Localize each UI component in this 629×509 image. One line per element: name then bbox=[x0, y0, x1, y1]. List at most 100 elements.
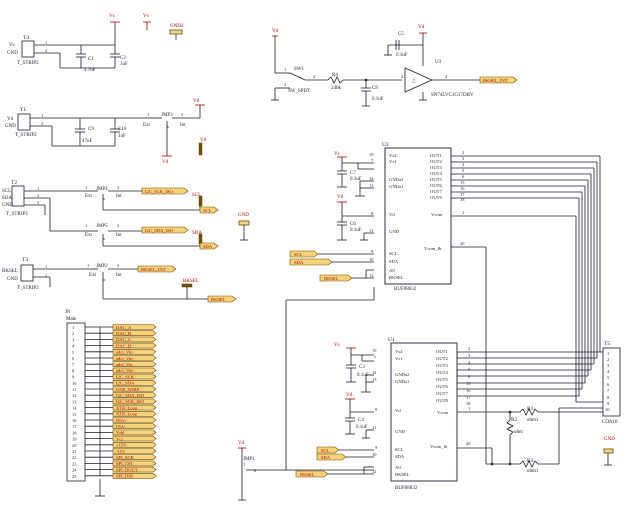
t4-partname: T_STRIP2 bbox=[17, 61, 39, 66]
r2-resistor bbox=[506, 419, 514, 449]
jmp5-pin1: 1 bbox=[85, 223, 87, 228]
t4-pin1-label: Vs bbox=[9, 43, 15, 48]
vd-power-label-u2: Vd bbox=[337, 195, 344, 200]
jmp2-arrow[interactable]: » bbox=[103, 278, 106, 283]
u3-pin4: 4 bbox=[445, 74, 448, 79]
header-pin-num: 19 bbox=[72, 437, 77, 442]
header-pin-row: 21-15V bbox=[72, 448, 157, 454]
u1-sda-flag-label: SDA bbox=[321, 455, 331, 460]
header-net-flag bbox=[112, 466, 157, 473]
t5-pin-num: 4 bbox=[607, 369, 610, 374]
jmp3-int-label: Int bbox=[180, 123, 186, 128]
gnd-symbol-1 bbox=[238, 220, 250, 226]
u1-pin-label: OUT3 bbox=[436, 363, 448, 368]
t2-connector[interactable] bbox=[11, 185, 25, 207]
u2-pin-label: OUT8 bbox=[430, 195, 442, 200]
jmp4-ext-label: Ext bbox=[85, 194, 93, 199]
jmp5-ref: JMP5 bbox=[96, 224, 108, 229]
t2-pin1-num: 1 bbox=[37, 186, 39, 191]
vd-power-label-1: Vd bbox=[193, 99, 200, 104]
c9-ref: C9 bbox=[88, 127, 94, 132]
t4-power-block: T4 Vs GND 1 2 T_STRIP2 C1 4.7uF C2 1uF V… bbox=[7, 14, 184, 73]
sda-flag-label: SDA bbox=[203, 244, 213, 249]
u2-chip[interactable] bbox=[384, 147, 452, 285]
u1-pin-num: 13 bbox=[372, 377, 377, 382]
jmp4-pin3: 3 bbox=[117, 185, 120, 190]
header-pin-num: 1 bbox=[72, 325, 74, 330]
t3-bksel-block: T3 BKSEL GND 1 2 T_STRIP2 JMP2 1 3 Ext I… bbox=[2, 257, 237, 303]
u1-chip[interactable] bbox=[390, 342, 458, 482]
t3-connector[interactable] bbox=[20, 264, 34, 282]
u2-pin-num: 19 bbox=[369, 152, 374, 157]
header-pin-num: 24 bbox=[72, 468, 77, 473]
jmp3-ext-label: Ext bbox=[143, 123, 151, 128]
vs-power-label: Vs bbox=[109, 14, 115, 19]
header-net-flag bbox=[112, 417, 157, 423]
u2-pin-num: 17 bbox=[460, 192, 465, 197]
sw1-partname: SW_SPDT bbox=[288, 89, 310, 94]
u1-pin-num: 4 bbox=[468, 360, 471, 365]
u2-pin-num: 7 bbox=[371, 158, 374, 163]
u1-pin-label: OUT6 bbox=[436, 384, 448, 389]
header-pin-num: 22 bbox=[72, 455, 76, 460]
i2c-sck-iso-label: I2C_SCK_ISO bbox=[145, 189, 174, 194]
vd-power-label-4: Vd bbox=[272, 29, 279, 34]
t5-pin-num: 3 bbox=[607, 363, 610, 368]
t5-pin-num: 2 bbox=[607, 357, 609, 362]
vd-power-label-5: Vd bbox=[418, 25, 425, 30]
u1-bksel-flag bbox=[295, 470, 329, 478]
u2-partname: BUF08832 bbox=[394, 287, 417, 292]
t4-connector[interactable] bbox=[21, 40, 35, 58]
i2c-sda-iso-flag bbox=[141, 226, 189, 234]
header-net-label: +15V bbox=[116, 443, 127, 448]
u3-partname: SN74LVC1G17DBV bbox=[431, 93, 474, 98]
u2-pin-num: 20 bbox=[460, 241, 465, 246]
header-net-label: Vdd bbox=[116, 430, 125, 435]
sw1-u3-block: Vd SW1 1 2 3 SW_SPDT R4 240k C8 0.1uF 2 … bbox=[271, 25, 518, 107]
u2-pin-num: 14 bbox=[369, 176, 374, 181]
t5-connector[interactable] bbox=[602, 347, 621, 417]
header-net-label: I2C_SCK bbox=[116, 374, 135, 379]
jmp3-arrow[interactable]: » bbox=[167, 125, 170, 130]
t4-pin1-num: 1 bbox=[45, 40, 47, 45]
header-pin-num: 18 bbox=[72, 430, 77, 435]
jmp4-arrow[interactable]: » bbox=[103, 197, 106, 202]
header-pin-num: 7 bbox=[72, 362, 75, 367]
header-net-flag bbox=[112, 398, 157, 405]
r1-ref: R1 bbox=[527, 406, 534, 412]
sw1-lever[interactable] bbox=[289, 72, 306, 81]
t1-connector[interactable] bbox=[17, 113, 31, 131]
header-pin-row: 1 DAC_A bbox=[72, 324, 157, 330]
t4-ref: T4 bbox=[23, 35, 29, 41]
u2-pin-num: 5 bbox=[462, 168, 465, 173]
u1-pin-num: 20 bbox=[466, 441, 471, 446]
c2-value: 1uF bbox=[120, 62, 128, 67]
header-connector[interactable] bbox=[66, 322, 86, 482]
t2-pin-sda: SDA bbox=[2, 196, 12, 201]
r2-value: ohm bbox=[514, 430, 523, 435]
vd-bar-symbol bbox=[198, 142, 203, 156]
u2-pin-num: 12 bbox=[369, 273, 373, 278]
header-pin-num: 23 bbox=[72, 461, 77, 466]
header-net-label: DAC_A bbox=[116, 325, 132, 330]
c8-value: 0.1uF bbox=[372, 97, 384, 102]
u2-pin-num: 10 bbox=[369, 257, 374, 262]
r3-resistor bbox=[519, 460, 559, 468]
u1-pin-num: 7 bbox=[374, 355, 377, 360]
c2-ref: C2 bbox=[120, 56, 126, 61]
header-net-flag bbox=[112, 348, 157, 355]
jmp3-pin3: 3 bbox=[181, 112, 184, 117]
jmp4-pin1: 1 bbox=[85, 185, 87, 190]
t5-pin-num: 1 bbox=[607, 351, 609, 356]
u2-pin-num: 1 bbox=[462, 210, 464, 215]
jmp1-block: Vd JMP1 1 2 bbox=[238, 287, 375, 501]
t1-pin1-label: Vd bbox=[7, 117, 14, 122]
c7-ref: C7 bbox=[350, 171, 356, 176]
u3-buffer-symbol bbox=[404, 67, 433, 93]
jmp5-arrow[interactable]: » bbox=[103, 237, 106, 242]
